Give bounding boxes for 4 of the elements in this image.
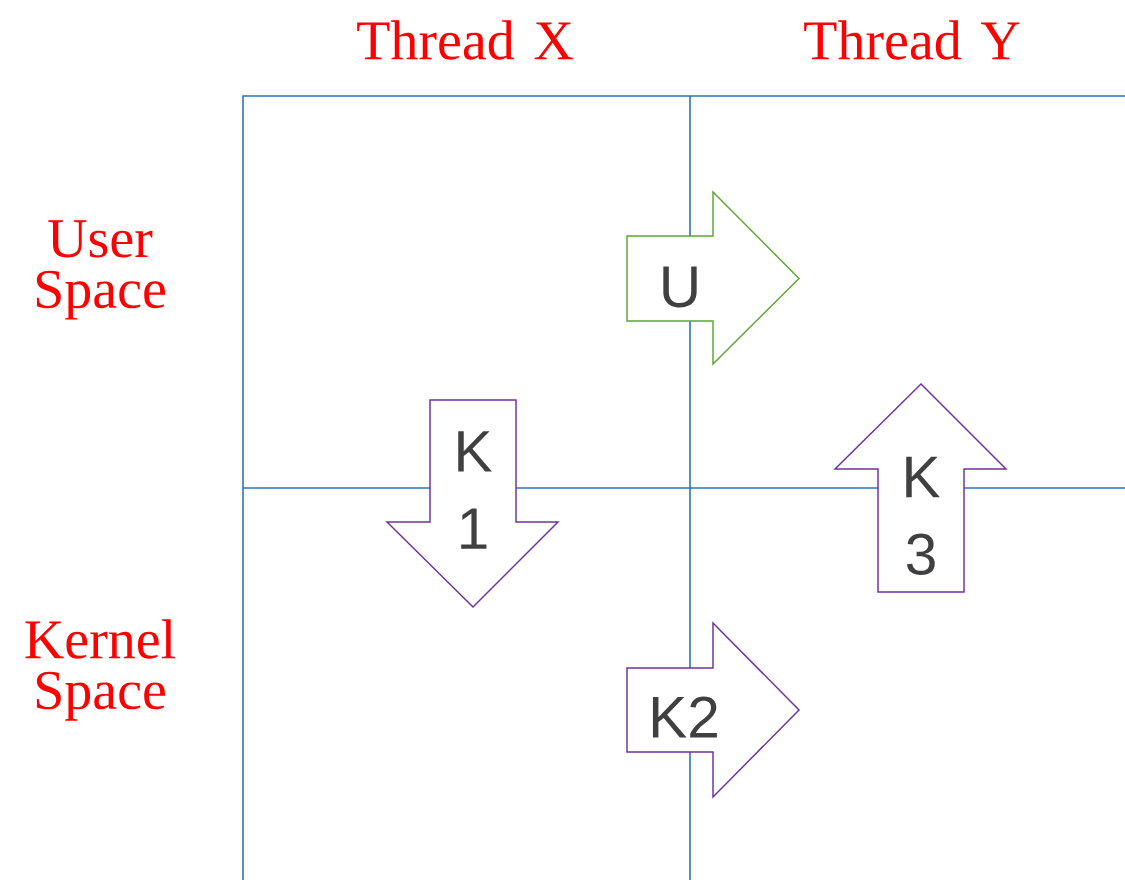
column-header: Thread Y [804,20,1020,60]
row-header: User Space [36,220,165,320]
column-header: Thread X [357,20,573,60]
row-header: Kernel Space [25,619,176,721]
